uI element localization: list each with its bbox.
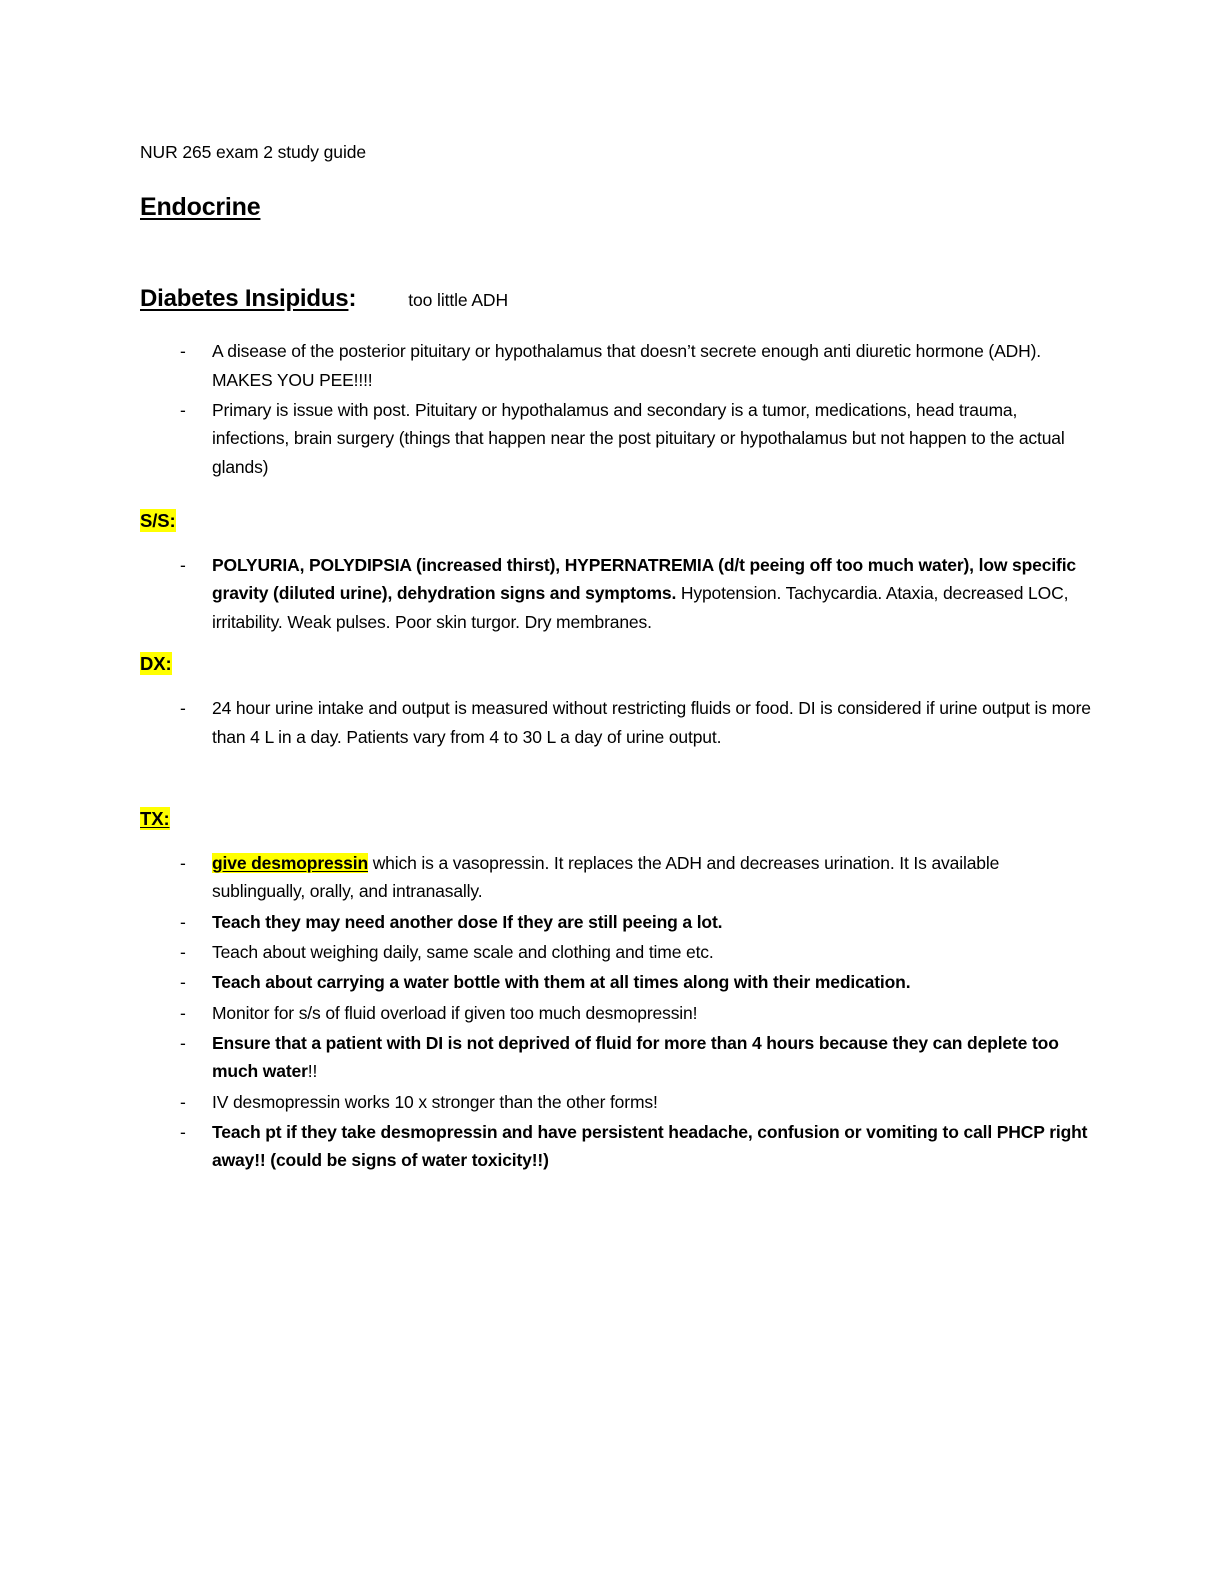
bullet-marker: - — [180, 698, 186, 719]
list-item: - give desmopressin which is a vasopress… — [140, 849, 1092, 906]
list-item: - POLYURIA, POLYDIPSIA (increased thirst)… — [140, 551, 1092, 636]
document-header-line: NUR 265 exam 2 study guide — [140, 142, 366, 162]
section-bullets-ss: - POLYURIA, POLYDIPSIA (increased thirst)… — [140, 551, 1092, 636]
condition-heading: Diabetes Insipidus: — [140, 285, 356, 312]
page-title: Endocrine — [140, 191, 1092, 224]
section-bullets-tx: - give desmopressin which is a vasopress… — [140, 849, 1092, 1175]
bullet-marker: - — [180, 400, 186, 421]
list-item: - IV desmopressin works 10 x stronger tha… — [140, 1088, 1092, 1116]
list-item: - Ensure that a patient with DI is not de… — [140, 1029, 1092, 1086]
bullet-marker: - — [180, 1122, 186, 1143]
list-item: - A disease of the posterior pituitary or… — [140, 337, 1092, 394]
section-label-dx: DX: — [140, 652, 1092, 676]
page-title-text: Endocrine — [140, 192, 261, 221]
condition-name: Diabetes Insipidus — [140, 285, 349, 313]
section-label-tx: TX: — [140, 806, 1092, 831]
bullet-marker: - — [180, 941, 186, 962]
intro-bullet-list: - A disease of the posterior pituitary or… — [140, 337, 1092, 481]
bullet-marker: - — [180, 555, 186, 576]
list-item-text-regular: which is a vasopressin. It replaces the … — [212, 852, 1000, 902]
list-item-text-bold: Ensure that a patient with DI is not dep… — [212, 1032, 1059, 1082]
list-item-text-regular: Hypotension. Tachycardia. Ataxia, decrea… — [212, 583, 1069, 632]
section-label-dx-text: DX: — [140, 652, 172, 676]
section-bullets-dx: - 24 hour urine intake and output is meas… — [140, 694, 1092, 751]
condition-note: too little ADH — [408, 290, 509, 311]
list-item: - Teach about weighing daily, same scale … — [140, 938, 1092, 966]
section-label-ss: S/S: — [140, 509, 1092, 533]
condition-colon: : — [348, 285, 357, 313]
list-item-text-regular: Teach about weighing daily, same scale a… — [212, 941, 714, 962]
list-item: - 24 hour urine intake and output is meas… — [140, 694, 1092, 751]
list-item-text-regular: 24 hour urine intake and output is measu… — [212, 698, 1091, 747]
list-item-text-regular: IV desmopressin works 10 x stronger than… — [212, 1091, 658, 1112]
list-item-text-bold: Teach pt if they take desmopressin and h… — [212, 1122, 1088, 1171]
section-label-tx-text: TX: — [140, 806, 170, 830]
list-item-text-regular: Monitor for s/s of fluid overload if giv… — [212, 1002, 698, 1023]
bullet-marker: - — [180, 341, 186, 362]
bullet-marker: - — [180, 911, 186, 932]
bullet-marker: - — [180, 1002, 186, 1023]
list-item: - Primary is issue with post. Pituitary o… — [140, 396, 1092, 481]
bullet-marker: - — [180, 972, 186, 993]
list-item: - Teach they may need another dose If the… — [140, 908, 1092, 936]
condition-heading-row: Diabetes Insipidus: too little ADH — [140, 285, 1092, 313]
list-item-text-bold: POLYURIA, POLYDIPSIA (increased thirst),… — [212, 555, 1077, 604]
list-item-text: Primary is issue with post. Pituitary or… — [212, 400, 1065, 477]
list-item-text-bold: Teach they may need another dose If they… — [212, 911, 723, 932]
list-item: - Teach about carrying a water bottle wit… — [140, 968, 1092, 996]
bullet-marker: - — [180, 1032, 186, 1053]
list-item-text: A disease of the posterior pituitary or … — [212, 341, 1041, 390]
highlighted-term: give desmopressin — [212, 852, 368, 873]
section-label-ss-text: S/S: — [140, 509, 176, 533]
document-body: NUR 265 exam 2 study guide Endocrine Dia… — [140, 140, 1092, 1177]
list-item-text-bold: Teach about carrying a water bottle with… — [212, 972, 911, 993]
bullet-marker: - — [180, 852, 186, 873]
list-item: - Teach pt if they take desmopressin and … — [140, 1118, 1092, 1175]
list-item-text-regular: !! — [307, 1061, 318, 1082]
bullet-marker: - — [180, 1091, 186, 1112]
list-item: - Monitor for s/s of fluid overload if gi… — [140, 999, 1092, 1027]
